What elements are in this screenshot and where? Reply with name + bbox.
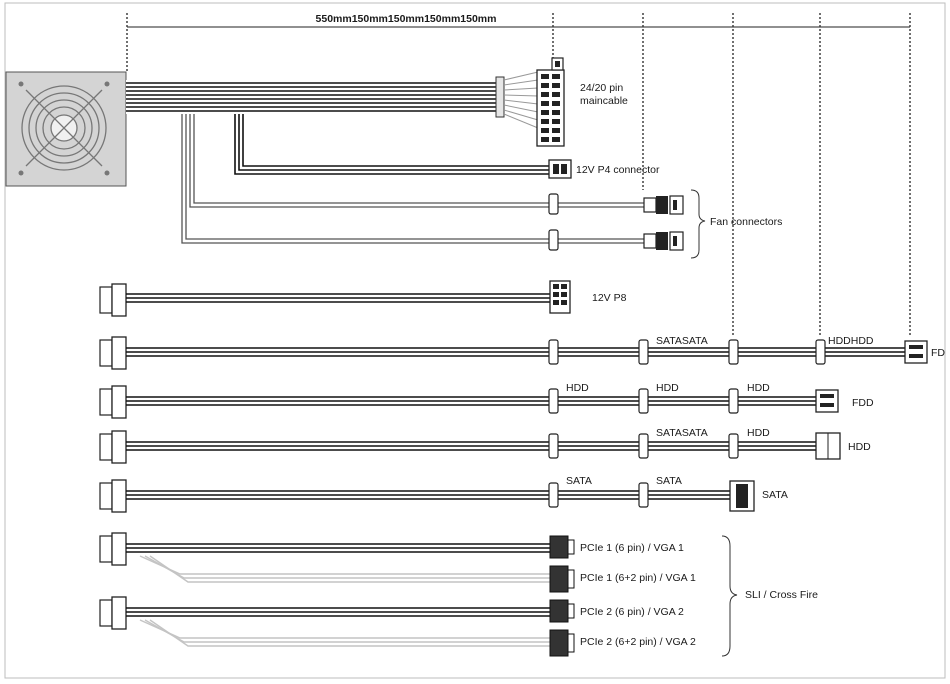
pcie-1-6plus2-label: PCIe 1 (6+2 pin) / VGA 1 [580,572,696,584]
screw-icon [104,81,110,87]
chain4-end-label: SATA [762,489,788,501]
hdd-inline-connector [638,388,649,414]
atx-24pin-connector [536,69,565,147]
fan-connector-icon [643,195,684,215]
pcie-cable-2: PCIe 2 (6 pin) / VGA 2 PCIe 2 (6+2 pin) … [99,596,696,657]
chain1-label-b: HDDHDD [828,335,874,347]
chain-psu-end-connector [111,336,127,370]
fan-icon [21,85,107,171]
pcie-1-6pin-label: PCIe 1 (6 pin) / VGA 1 [580,542,684,554]
pcie-psu-end-connector [111,596,127,630]
chain-psu-end-connector [111,430,127,464]
chain1-end-label: FD [931,347,945,359]
pcie-2-6plus2-label: PCIe 2 (6+2 pin) / VGA 2 [580,636,696,648]
sata-inline-connector [548,482,559,508]
chain-psu-end-connector [111,479,127,513]
pcie-6plus2-connector [549,629,569,657]
pcie-6pin-connector [549,535,569,559]
fan-connector-icon [643,231,684,251]
p8-cable: 12V P8 [99,280,627,317]
dimension-label: 550mm150mm150mm150mm150mm [316,13,497,25]
chain3-label-a: SATASATA [656,427,708,439]
chain2-end-label: FDD [852,397,874,409]
main-cable-label-line2: maincable [580,95,628,107]
sata-inline-connector [548,433,559,459]
main-cable-label-line1: 24/20 pin [580,82,623,94]
screw-icon [18,81,24,87]
main-cable: 24/20 pin maincable [126,57,628,147]
chain2-label-c: HDD [747,382,770,394]
sata-inline-connector [638,339,649,365]
fdd-end-connector [904,340,928,364]
sata-inline-connector [638,482,649,508]
pcie-psu-end-connector [111,532,127,566]
chain2-label-a: HDD [566,382,589,394]
chain3-label-b: HDD [747,427,770,439]
chain2-label-b: HDD [656,382,679,394]
screw-icon [18,170,24,176]
fan-splitter-connector [548,229,559,251]
peripheral-chain-3: SATASATA HDD HDD [99,427,871,464]
peripheral-chain-1: SATASATA HDDHDD FD [99,335,945,370]
hdd-inline-connector [728,388,739,414]
fan-cables: Fan connectors [181,114,782,259]
p4-label: 12V P4 connector [576,164,660,176]
dimension-markers: 550mm150mm150mm150mm150mm [126,13,911,335]
chain3-end-label: HDD [848,441,871,453]
chain-psu-end-connector [111,385,127,419]
sata-inline-connector [548,339,559,365]
p4-connector [548,159,572,179]
hdd-inline-connector [728,433,739,459]
peripheral-chain-2: HDD HDD HDD FDD [99,382,874,419]
pcie-cable-1: PCIe 1 (6 pin) / VGA 1 PCIe 1 (6+2 pin) … [99,532,696,593]
screw-icon [104,170,110,176]
sli-group-brace [721,535,738,657]
fdd-end-connector [815,389,839,413]
chain4-label-b: SATA [656,475,682,487]
pcie-6plus2-connector [549,565,569,593]
sli-crossfire-label: SLI / Cross Fire [745,589,818,601]
p8-psu-end-connector [111,283,127,317]
hdd-inline-connector [815,339,826,365]
cable-sleeve [495,76,505,118]
pcie-6pin-connector [549,599,569,623]
fan-group-brace [690,189,706,259]
peripheral-chain-4: SATA SATA SATA [99,475,788,513]
pcie-2-6pin-label: PCIe 2 (6 pin) / VGA 2 [580,606,684,618]
diagram-frame [4,2,946,679]
chain1-label-a: SATASATA [656,335,708,347]
hdd-inline-connector [548,388,559,414]
p4-cable: 12V P4 connector [234,114,660,179]
fan-connectors-label: Fan connectors [710,216,782,228]
p8-label: 12V P8 [592,292,627,304]
sata-inline-connector [728,339,739,365]
sata-inline-connector [638,433,649,459]
fan-splitter-connector [548,193,559,215]
psu-unit [5,71,127,187]
chain4-label-a: SATA [566,475,592,487]
